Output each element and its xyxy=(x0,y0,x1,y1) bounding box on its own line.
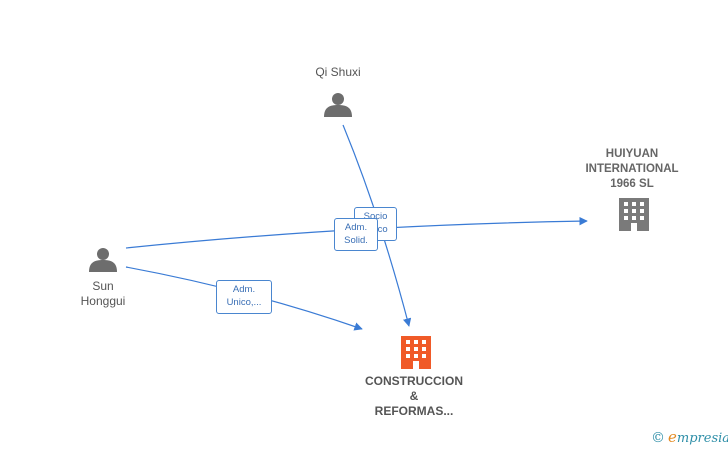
company-name-construccion[interactable]: CONSTRUCCION & REFORMAS... xyxy=(365,374,463,418)
company-name-huiyuan[interactable]: HUIYUAN INTERNATIONAL 1966 SL xyxy=(585,148,679,190)
building-icon[interactable] xyxy=(619,198,649,231)
person-icon[interactable] xyxy=(89,248,117,272)
building-icon[interactable] xyxy=(401,336,431,369)
person-icon[interactable] xyxy=(324,93,352,117)
person-name-qi-shuxi[interactable]: Qi Shuxi xyxy=(315,65,361,79)
edge-label-sun-to-huiyuan[interactable]: Adm. Solid. xyxy=(334,218,378,251)
brand-name: mpresia xyxy=(676,431,728,446)
copyright-symbol: © xyxy=(651,430,665,446)
empresia-logo[interactable]: ©empresia xyxy=(651,428,728,446)
brand-initial: e xyxy=(668,428,677,446)
person-name-sun-honggui[interactable]: Sun Honggui xyxy=(80,279,126,308)
edge-label-sun-to-construccion[interactable]: Adm. Unico,... xyxy=(216,280,272,314)
